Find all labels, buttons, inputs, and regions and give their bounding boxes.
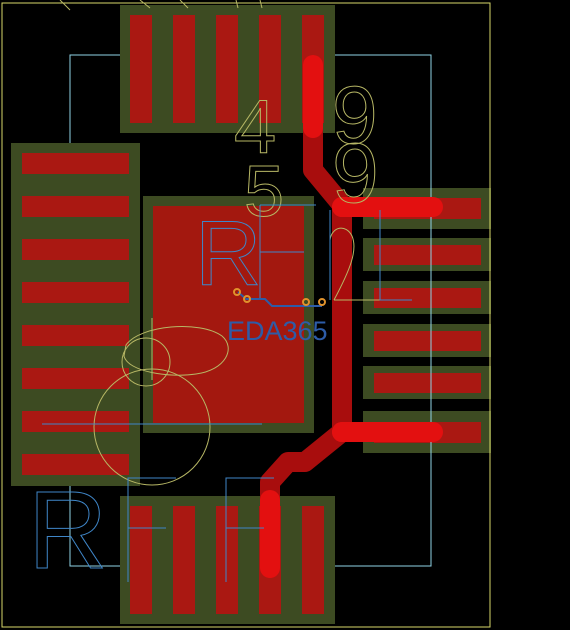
ref-stroke — [127, 477, 176, 582]
pad-mask — [11, 143, 140, 486]
thermal-pad-copper — [153, 206, 304, 423]
value-stroke — [59, 0, 71, 11]
pad — [374, 373, 481, 393]
bottom-pad-row — [120, 496, 335, 624]
pad — [22, 368, 129, 389]
pad — [22, 282, 129, 303]
value-stroke — [329, 227, 355, 301]
pad — [130, 506, 152, 614]
pad — [173, 15, 195, 123]
watermark-text: EDA365 — [227, 316, 328, 346]
ref-stroke — [259, 204, 316, 300]
ref-stroke — [225, 477, 274, 582]
value-silkscreen: 4 9 5 9 — [59, 0, 382, 486]
pad — [22, 196, 129, 217]
via — [233, 288, 241, 296]
ref-silkscreen: R R — [28, 203, 412, 593]
pad — [22, 325, 129, 346]
pad — [216, 15, 238, 123]
pad — [259, 15, 281, 123]
pad — [22, 454, 129, 475]
pad — [22, 411, 129, 432]
trace-junction — [332, 197, 352, 217]
ref-letter: R — [28, 469, 107, 592]
value-digit: 9 — [332, 126, 379, 220]
ref-letter: R — [195, 203, 261, 305]
ref-stroke — [329, 210, 412, 301]
pad — [22, 153, 129, 174]
value-digit: 5 — [244, 152, 284, 232]
via — [243, 295, 251, 303]
via — [302, 298, 310, 306]
pad — [374, 245, 481, 265]
pad — [173, 506, 195, 614]
pad — [22, 239, 129, 260]
value-digit: 9 — [332, 70, 378, 161]
value-stroke — [139, 0, 263, 9]
value-stroke — [123, 326, 229, 376]
pad — [374, 288, 481, 308]
thermal-pad — [143, 196, 314, 433]
trace-junction — [332, 422, 352, 442]
pad — [130, 15, 152, 123]
value-circle — [121, 337, 171, 387]
pad — [374, 331, 481, 351]
trace-main — [260, 55, 352, 578]
copper-trace — [260, 55, 443, 578]
via-group — [233, 288, 326, 307]
pad — [216, 506, 238, 614]
pad — [302, 506, 324, 614]
via-trace — [237, 291, 322, 307]
top-pad-row — [120, 5, 335, 133]
value-digit: 4 — [234, 85, 276, 170]
via — [318, 298, 326, 306]
left-pad-column — [11, 143, 140, 486]
